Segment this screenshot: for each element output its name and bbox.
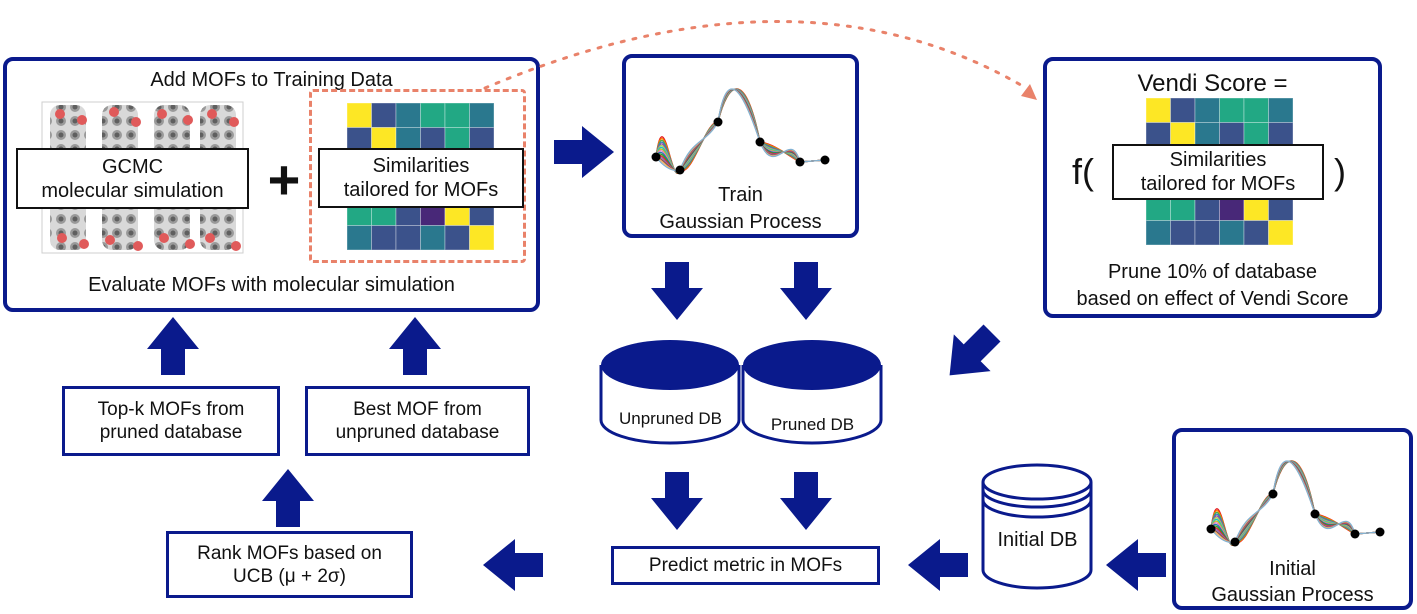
arrow-up-rank (262, 469, 314, 527)
gp-observation-point (1206, 524, 1216, 534)
train-gp-line2: Gaussian Process (659, 211, 822, 233)
topk-line2: pruned database (99, 422, 243, 443)
arrow-up-topk (147, 317, 199, 375)
heatmap-cell (1170, 195, 1196, 221)
vendi-prune-line2: based on effect of Vendi Score (1076, 288, 1349, 310)
best-line1: Best MOF from (353, 399, 482, 420)
initial-gp-line1: Initial (1269, 558, 1316, 580)
heatmap-cell (420, 127, 446, 153)
predict-label: Predict metric in MOFs (648, 555, 843, 576)
heatmap-cell (1243, 122, 1269, 148)
heatmap-cell (1145, 97, 1171, 123)
gp-observation-point (713, 117, 723, 127)
vendi-f-open: f( (1072, 151, 1094, 192)
vendi-similarity-line1: Similarities (1169, 149, 1267, 171)
pruned-db-label: Pruned DB (770, 415, 855, 434)
vendi-prune-line1: Prune 10% of database (1107, 261, 1318, 283)
gcmc-label-box: GCMC molecular simulation (16, 148, 249, 209)
gp-observation-point (675, 165, 685, 175)
arrow-down-right (780, 262, 832, 320)
heatmap-cell (1268, 220, 1294, 246)
training-panel-title: Add MOFs to Training Data (150, 69, 393, 91)
gp-curves-plot (651, 88, 830, 175)
heatmap-cell (1194, 97, 1220, 123)
gp-observation-point (1350, 529, 1360, 539)
arrow-down-left (651, 262, 703, 320)
arrow-to-rank (483, 539, 543, 591)
heatmap-cell (420, 225, 446, 251)
best-line2: unpruned database (335, 422, 500, 443)
gp-observation-point (1230, 537, 1240, 547)
heatmap-cell (1219, 122, 1245, 148)
heatmap-cell (371, 127, 397, 153)
initial-db-label: Initial DB (997, 529, 1078, 551)
gcmc-line2: molecular simulation (41, 179, 224, 202)
similarity-line2: tailored for MOFs (343, 179, 499, 201)
vendi-f-close: ) (1334, 151, 1346, 192)
best-box: Best MOF from unpruned database (305, 386, 530, 456)
heatmap-cell (1219, 97, 1245, 123)
heatmap-cell (1145, 122, 1171, 148)
gp-observation-point (820, 155, 830, 165)
vendi-title: Vendi Score = (1137, 70, 1288, 97)
heatmap-cell (395, 225, 421, 251)
heatmap-cell (1268, 122, 1294, 148)
arrow-down-left-2 (651, 472, 703, 530)
heatmap-cell (444, 127, 470, 153)
similarity-line1: Similarities (372, 155, 470, 177)
rank-line1: Rank MOFs based on (197, 542, 382, 564)
gp-observation-point (795, 157, 805, 167)
heatmap-cell (1268, 195, 1294, 221)
similarity-label-box: Similarities tailored for MOFs (318, 148, 524, 208)
heatmap-cell (1145, 220, 1171, 246)
heatmap-cell (1170, 122, 1196, 148)
gp-observation-point (1310, 509, 1320, 519)
heatmap-cell (444, 102, 470, 128)
arrow-to-initial-db (1106, 539, 1166, 591)
topk-line1: Top-k MOFs from (97, 399, 245, 420)
initial-gp-curves-plot (1206, 460, 1385, 547)
unpruned-db-label: Unpruned DB (618, 409, 722, 428)
heatmap-cell (420, 102, 446, 128)
arrow-diag-to-pruned (949, 324, 1001, 376)
gp-observation-point (1375, 527, 1385, 537)
plus-sign: + (267, 148, 301, 211)
heatmap-cell (469, 225, 495, 251)
gp-observation-point (1268, 489, 1278, 499)
heatmap-cell (1170, 97, 1196, 123)
heatmap-cell (1268, 97, 1294, 123)
pruned-db-icon (741, 340, 883, 445)
unpruned-db-icon (599, 340, 741, 445)
heatmap-cell (1170, 220, 1196, 246)
arrow-to-predict (908, 539, 968, 591)
initial-gp-line2: Gaussian Process (1211, 584, 1374, 606)
gp-observation-point (755, 137, 765, 147)
gp-observation-point (651, 152, 661, 162)
heatmap-cell (469, 102, 495, 128)
heatmap-cell (346, 225, 372, 251)
topk-box: Top-k MOFs from pruned database (62, 386, 280, 456)
vendi-similarity-line2: tailored for MOFs (1140, 173, 1296, 195)
training-panel-footer: Evaluate MOFs with molecular simulation (88, 274, 455, 296)
arrow-to-train (554, 126, 614, 178)
gcmc-line1: GCMC (101, 155, 164, 178)
heatmap-cell (1243, 220, 1269, 246)
rank-line2: UCB (μ + 2σ) (233, 565, 346, 587)
train-gp-line1: Train (718, 184, 763, 206)
predict-box: Predict metric in MOFs (611, 546, 880, 585)
initial-db-icon (981, 463, 1093, 590)
similarity-dashed-frame (309, 89, 526, 263)
arrow-up-best (389, 317, 441, 375)
arrow-down-right-2 (780, 472, 832, 530)
heatmap-cell (1219, 220, 1245, 246)
rank-box: Rank MOFs based on UCB (μ + 2σ) (166, 531, 413, 598)
initial-gp-panel (1172, 428, 1413, 610)
vendi-similarity-label-box: Similarities tailored for MOFs (1112, 144, 1324, 200)
